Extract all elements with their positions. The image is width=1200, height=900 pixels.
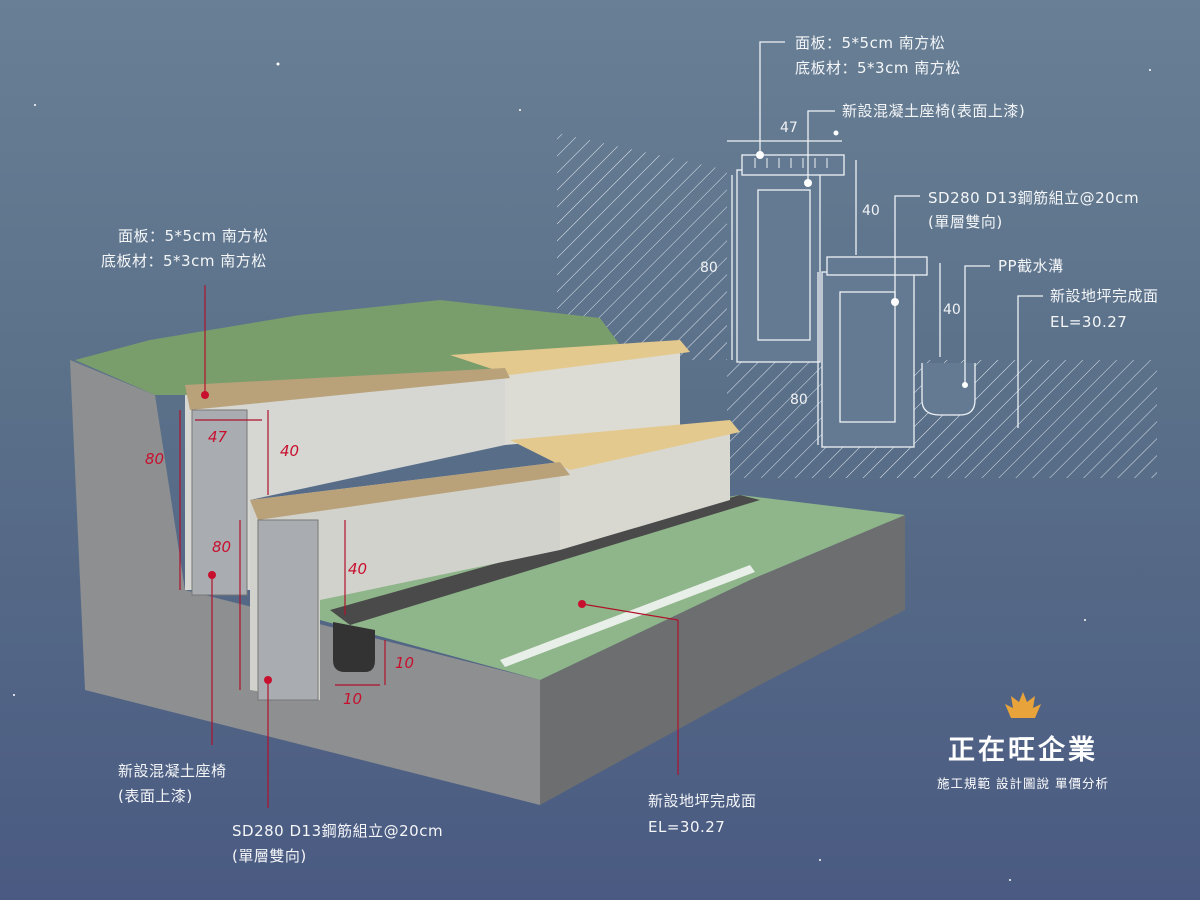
- brand-tagline: 施工規範 設計圖說 單價分析: [937, 776, 1109, 791]
- detail-bench-label: 新設混凝土座椅(表面上漆): [842, 102, 1026, 120]
- rebar-label-2: (單層雙向): [232, 847, 307, 865]
- dim-seat-width: 47: [208, 428, 228, 446]
- dim-drain-height: 10: [395, 654, 415, 672]
- detail-floor-label: 新設地坪完成面: [1050, 287, 1159, 305]
- dim-lower-rise: 40: [348, 560, 368, 578]
- panel-label: 面板：5*5cm 南方松: [118, 227, 269, 245]
- dim-outer-height: 80: [145, 450, 165, 468]
- detail-rebar-label-2: (單層雙向): [928, 213, 1003, 231]
- floor-el: EL=30.27: [648, 818, 726, 836]
- dim-drain-width: 10: [343, 690, 363, 708]
- bench-label: 新設混凝土座椅: [118, 762, 227, 780]
- detail-dim-left-height: 80: [700, 260, 718, 276]
- detail-dim-width: 47: [780, 120, 798, 136]
- dim-upper-rise: 40: [280, 442, 300, 460]
- brand-name: 正在旺企業: [948, 735, 1098, 766]
- bench-label-2: (表面上漆): [118, 787, 193, 805]
- detail-floor-el: EL=30.27: [1050, 313, 1128, 331]
- detail-dim-inner-height: 80: [790, 392, 808, 408]
- baseboard-label: 底板材：5*3cm 南方松: [101, 252, 267, 270]
- detail-drain-label: PP截水溝: [998, 257, 1064, 275]
- detail-dim-lower-rise: 40: [943, 302, 961, 318]
- rebar-label: SD280 D13鋼筋組立@20cm: [232, 822, 444, 840]
- brand-logo: 正在旺企業 施工規範 設計圖說 單價分析: [928, 690, 1118, 792]
- lotus-icon: [1005, 692, 1041, 718]
- detail-panel-label: 面板：5*5cm 南方松: [795, 34, 946, 52]
- detail-dim-upper-rise: 40: [862, 203, 880, 219]
- perspective-model: [70, 285, 905, 808]
- floor-label: 新設地坪完成面: [648, 792, 757, 810]
- callout-dots: [756, 130, 968, 388]
- dim-inner-height: 80: [212, 538, 232, 556]
- detail-rebar-label: SD280 D13鋼筋組立@20cm: [928, 189, 1140, 207]
- detail-baseboard-label: 底板材：5*3cm 南方松: [795, 59, 961, 77]
